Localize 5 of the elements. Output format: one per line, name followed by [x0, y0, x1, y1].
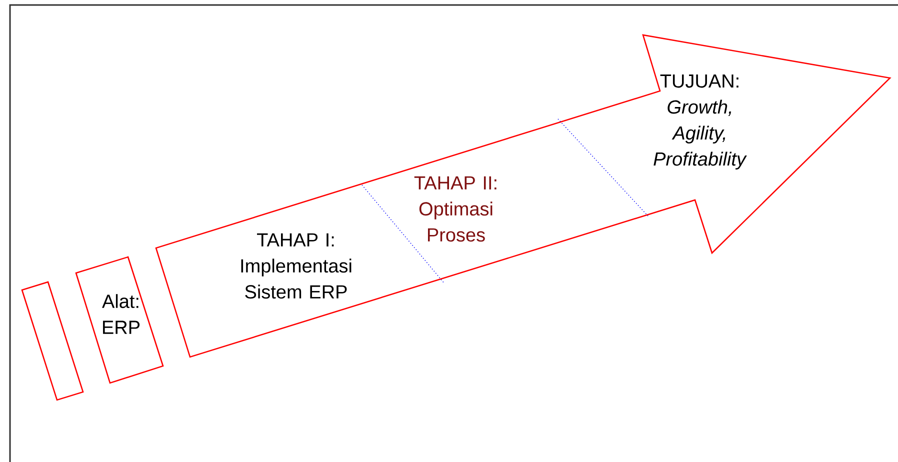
label-box: Alat: ERP	[75, 256, 164, 384]
stage-label: TAHAP II: Optimasi Proses	[414, 176, 496, 242]
stage-label: TAHAP I: Implementasi Sistem ERP	[241, 233, 352, 299]
stage-label: TUJUAN: Growth, Agility, Profitability	[654, 74, 747, 170]
empty-box	[21, 281, 84, 401]
